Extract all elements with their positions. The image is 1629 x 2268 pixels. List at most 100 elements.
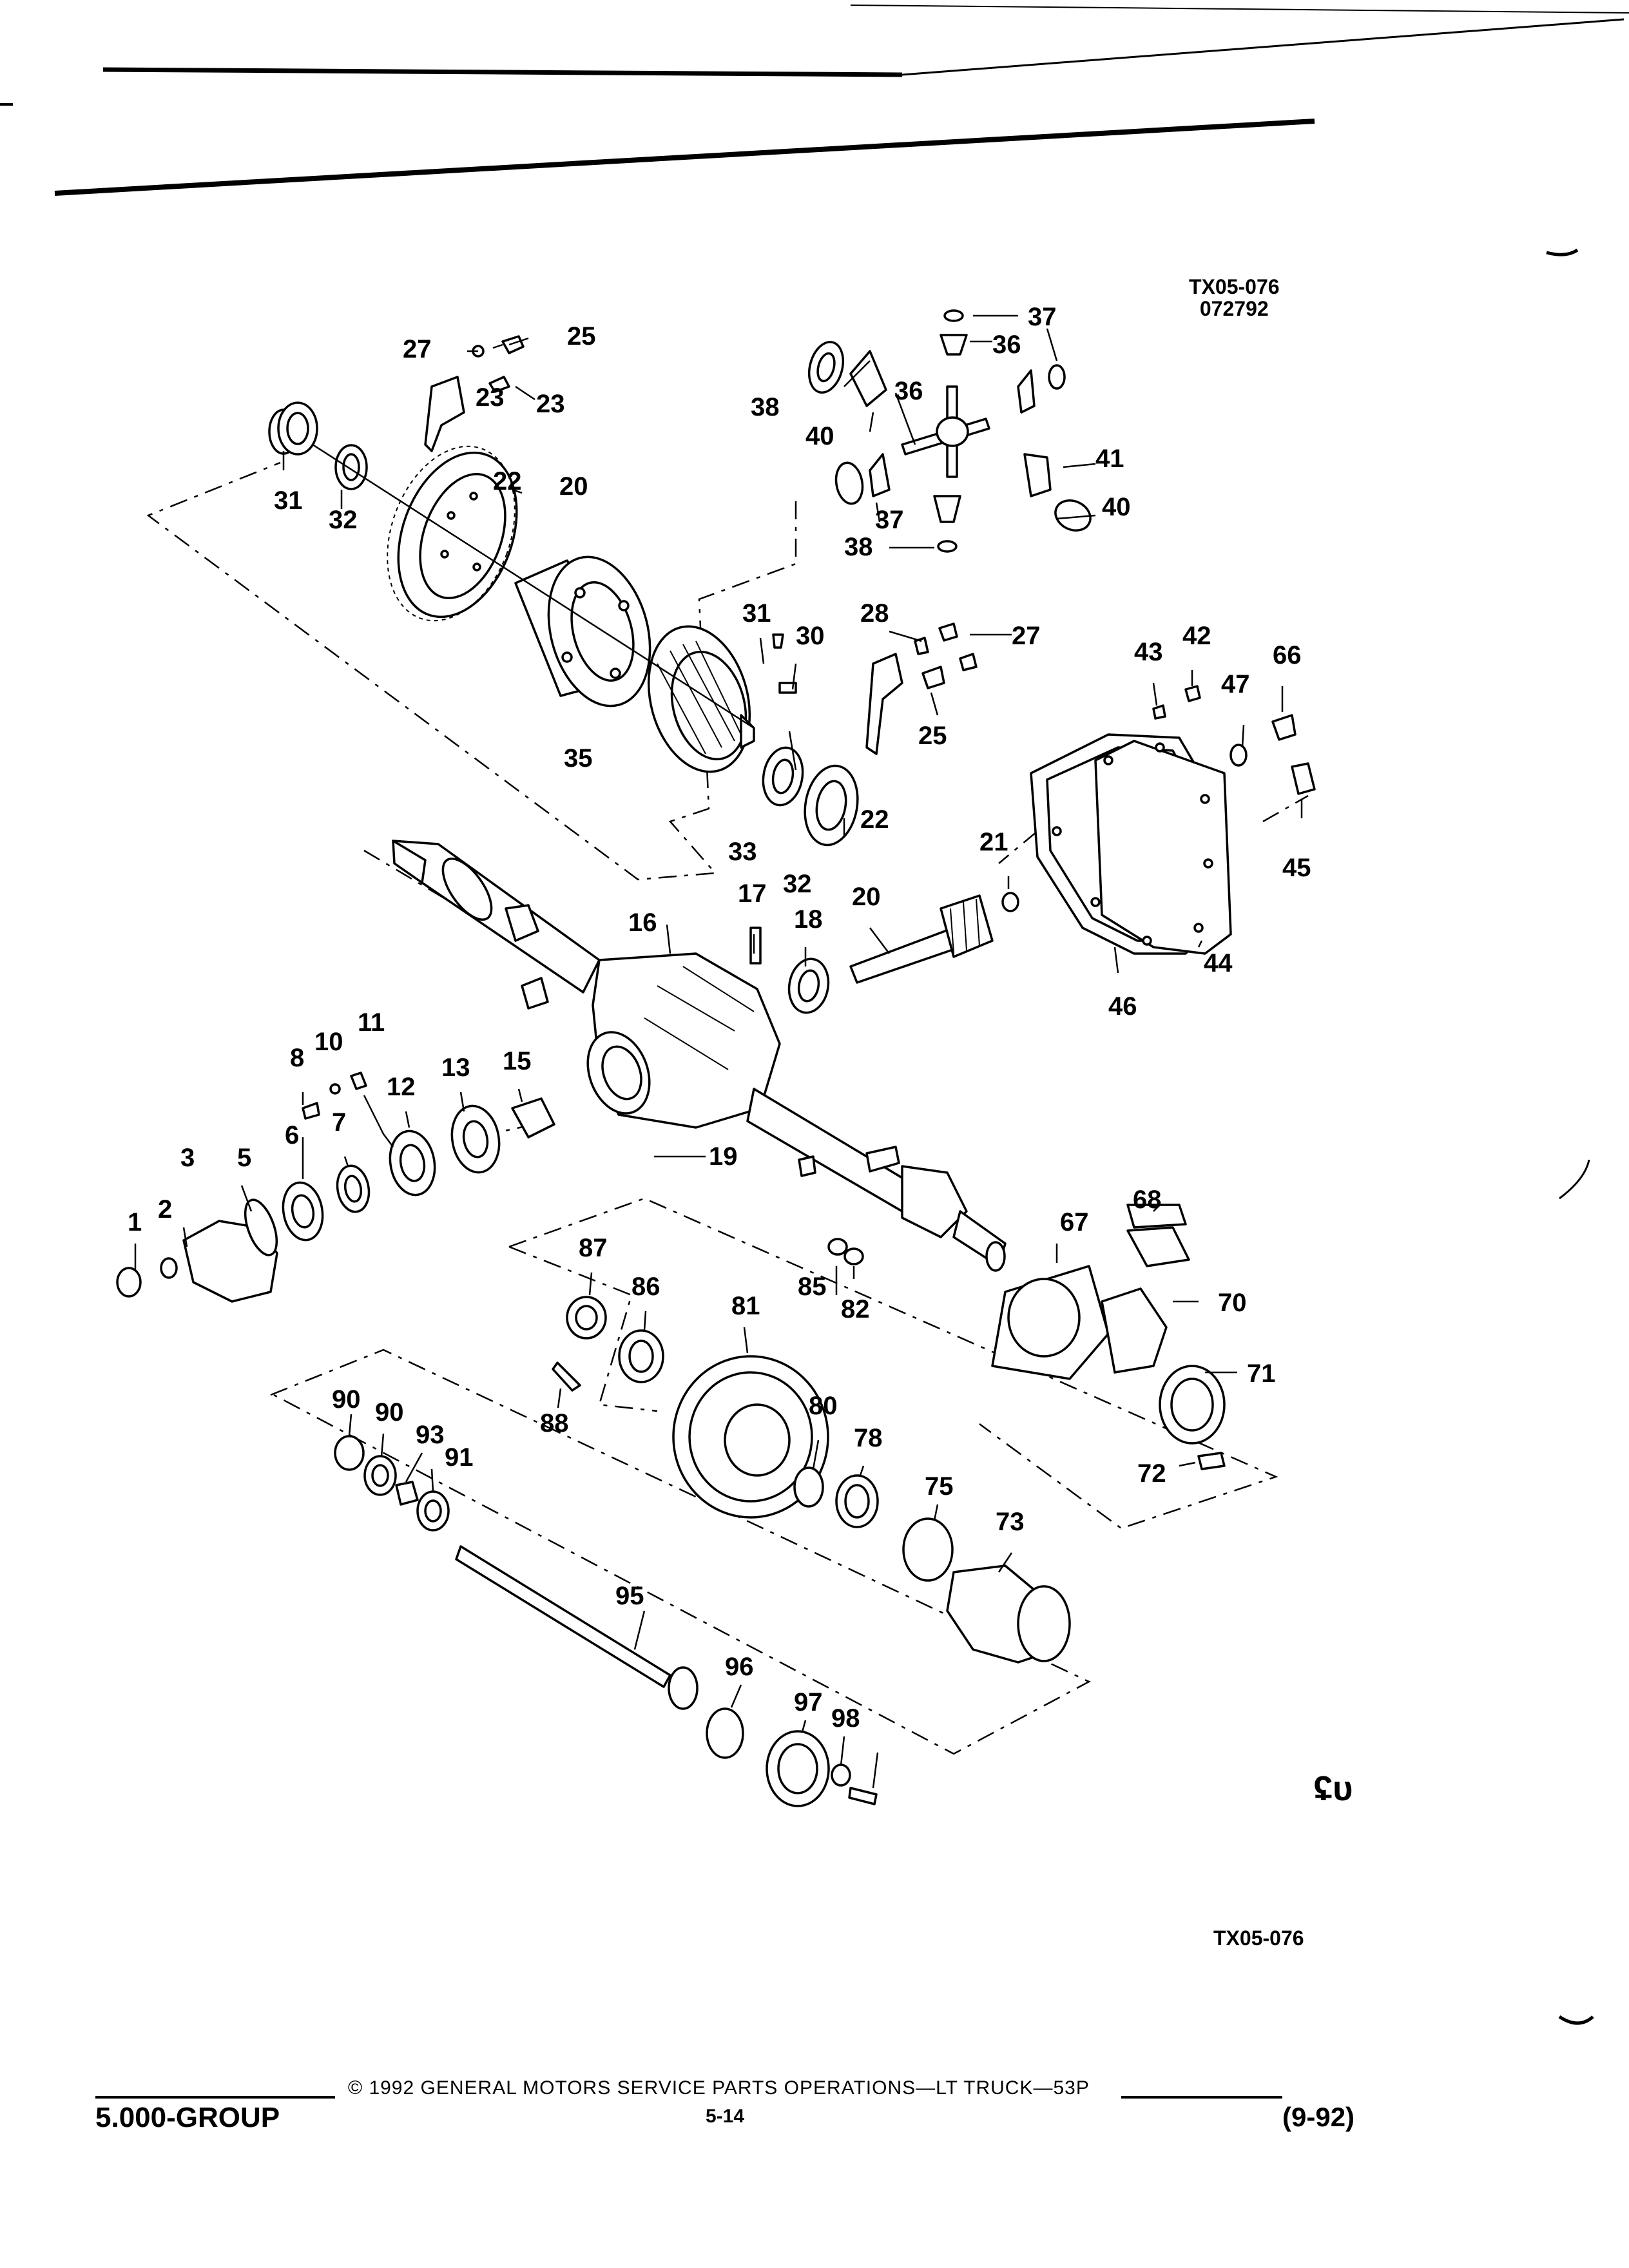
callout-label: 46 [1108,992,1137,1021]
callout-label: 41 [1095,445,1124,473]
callout-label: 44 [1204,949,1233,977]
callout-label: 32 [329,506,358,534]
callout-label: 12 [387,1073,416,1101]
callout-label: 71 [1247,1360,1276,1388]
callout-label: 2 [158,1195,172,1224]
footer-copyright: © 1992 GENERAL MOTORS SERVICE PARTS OPER… [348,2077,1090,2099]
callout-label: 82 [841,1295,870,1323]
callout-label: 67 [1060,1208,1089,1236]
callout-label: 47 [1221,670,1250,698]
callout-label: 40 [1102,493,1131,521]
callout-label: 20 [852,883,881,911]
callout-label: 8 [290,1044,304,1072]
differential-case [514,555,755,773]
right-bearing-caps [762,622,978,847]
callout-label: 22 [493,467,522,495]
callout-label: 37 [875,506,904,534]
callout-label: 23 [536,390,565,418]
rear-cover [1030,685,1316,955]
callout-label: 96 [725,1653,754,1681]
callout-label: 31 [274,486,303,515]
callout-label: 80 [809,1392,838,1420]
callout-label: 72 [1137,1459,1166,1488]
callout-label: 20 [559,472,588,501]
callout-label: 95 [615,1582,644,1610]
callout-label: 93 [416,1421,445,1449]
leader-lines [134,314,1303,1789]
callout-label: 5 [237,1144,251,1172]
pinion-flange-parts [116,1072,555,1303]
callout-label: 19 [709,1142,738,1171]
callout-label: 10 [314,1028,343,1056]
callout-label: 40 [805,422,834,450]
drawing-code: TX05-076 [1189,275,1280,298]
callout-label: 35 [564,744,593,773]
callout-label: 87 [579,1234,608,1262]
callout-label: 15 [503,1047,532,1075]
callout-label: 42 [1182,622,1211,650]
callout-label: 88 [540,1409,569,1437]
callout-label: 16 [628,908,657,937]
callout-label: 25 [918,722,947,750]
callout-label: 27 [1012,622,1041,650]
callout-label: 91 [445,1443,474,1472]
callout-label: 98 [831,1704,860,1733]
callout-label: 31 [742,599,771,628]
callout-label: 38 [751,393,780,421]
callout-label: 78 [854,1424,883,1452]
callout-label: 25 [567,322,596,351]
spider-gears [807,309,1092,553]
callout-label: 36 [894,377,923,405]
callout-label: 28 [860,599,889,628]
callout-label: 32 [783,870,812,898]
callout-labels: 1 2 3 5 6 7 8 10 11 12 13 15 16 17 18 19… [128,303,1311,1733]
callout-label: 22 [860,805,889,834]
callout-label: 17 [738,879,767,908]
callout-label: 11 [358,1008,385,1037]
header-rules [0,5,1629,2025]
callout-label: 1 [128,1208,142,1236]
callout-label: 38 [844,533,873,561]
callout-label: 13 [441,1053,470,1082]
callout-label: 36 [992,331,1021,359]
callout-label: 3 [180,1144,195,1172]
footer-date: (9-92) [1282,2102,1355,2132]
footer-page-number: 5-14 [706,2106,745,2127]
callout-label: 43 [1134,638,1163,666]
callout-label: 18 [794,905,823,934]
callout-label: 90 [375,1398,404,1427]
callout-label: 33 [728,838,757,866]
hub-brake-parts [552,1204,1226,1664]
footer-group: 5.000-GROUP [95,2102,280,2133]
pinion-gear [787,892,1019,1014]
drawing-reference-top: TX05-076 072792 [1189,276,1280,320]
ring-gear [387,445,518,622]
callout-label: 70 [1218,1289,1247,1317]
callout-label: 21 [979,828,1008,856]
callout-label: 27 [403,335,432,363]
callout-label: 37 [1028,303,1057,331]
callout-label: 90 [332,1385,361,1414]
callout-label: 73 [996,1508,1025,1536]
callout-label: 68 [1133,1186,1162,1214]
assembly-outlines [146,461,1309,1755]
callout-label: 97 [794,1688,823,1716]
drawing-reference-bottom: TX05-076 [1213,1927,1304,1950]
drawing-date: 072792 [1199,297,1269,320]
callout-label: 85 [798,1273,827,1301]
callout-label: 81 [731,1292,760,1320]
axle-shaft-parts [334,1435,878,1807]
callout-label: 30 [796,622,825,650]
callout-label: 6 [285,1121,299,1149]
callout-label: 75 [925,1472,954,1501]
publisher-logo-mark: ʢᴜ [1313,1769,1353,1808]
callout-label: 66 [1273,641,1302,669]
callout-label: 7 [332,1108,346,1137]
callout-label: 45 [1282,854,1311,882]
axle-housing [392,840,1007,1272]
callout-label: 86 [631,1273,660,1301]
callout-label: 23 [476,383,505,412]
